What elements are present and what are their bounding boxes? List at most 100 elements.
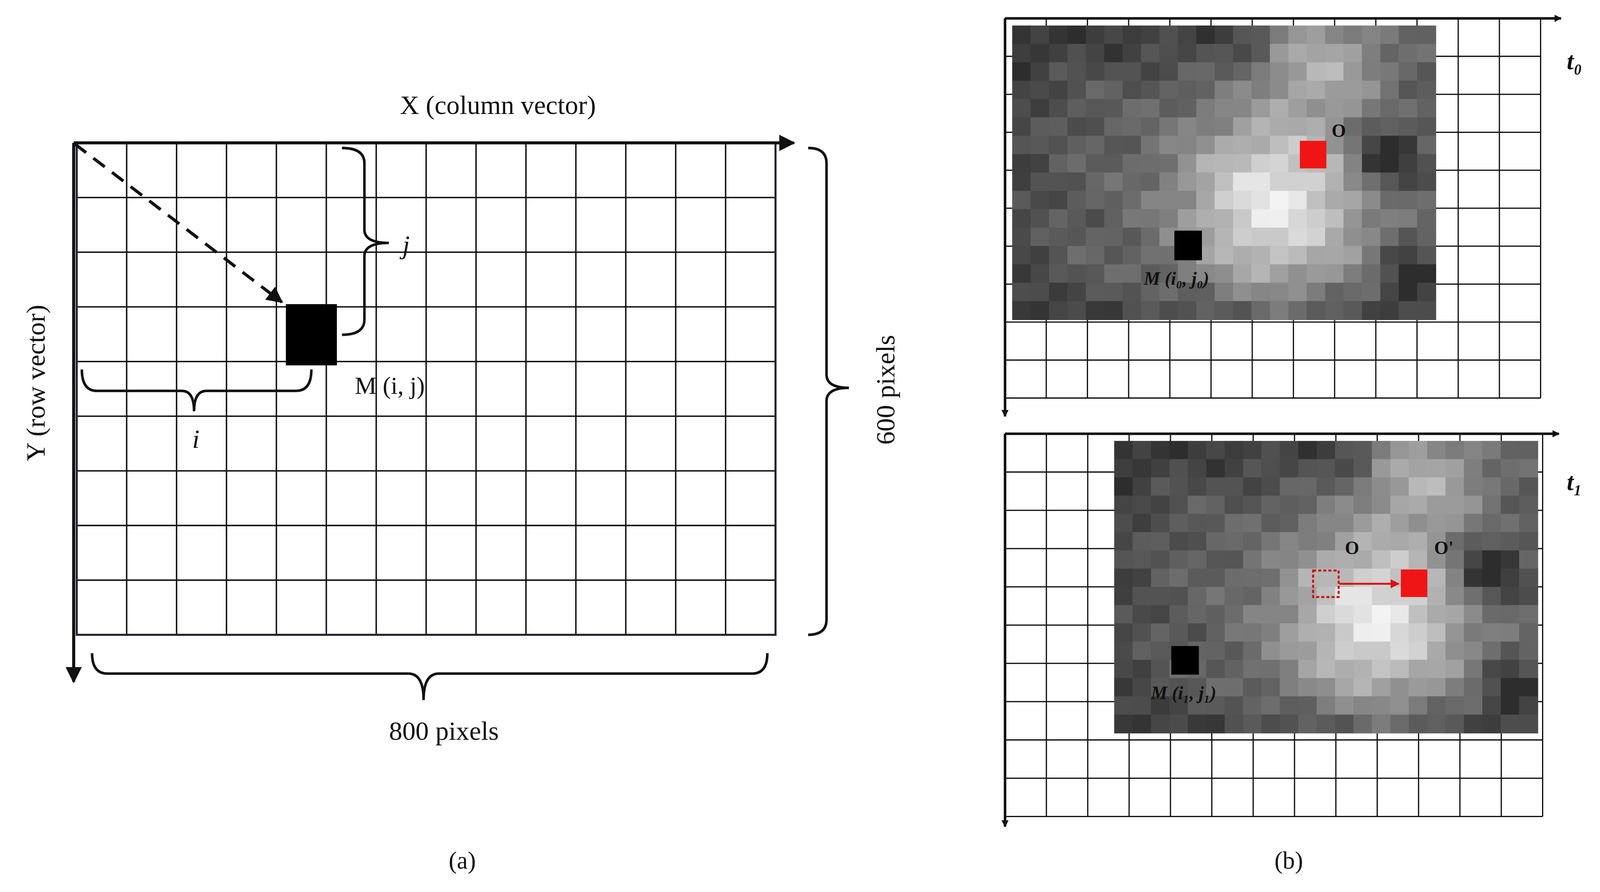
pixel-m bbox=[285, 303, 337, 366]
image-pixel bbox=[1122, 62, 1142, 82]
image-pixel bbox=[1122, 117, 1142, 137]
image-pixel bbox=[1371, 513, 1391, 533]
image-pixel bbox=[1169, 604, 1189, 624]
image-pixel bbox=[1048, 227, 1068, 247]
image-pixel bbox=[1426, 623, 1446, 643]
image-pixel bbox=[1390, 623, 1410, 643]
image-pixel bbox=[1242, 677, 1262, 697]
image-pixel bbox=[1067, 227, 1087, 247]
image-pixel bbox=[1306, 117, 1326, 137]
image-pixel bbox=[1335, 513, 1355, 533]
image-pixel bbox=[1232, 301, 1252, 320]
pixel-m bbox=[1174, 230, 1202, 261]
image-pixel bbox=[1353, 458, 1373, 478]
image-pixel bbox=[1012, 135, 1032, 155]
image-pixel bbox=[1187, 513, 1207, 533]
image-pixel bbox=[1371, 586, 1391, 606]
image-pixel bbox=[1269, 25, 1289, 45]
image-pixel bbox=[1417, 25, 1437, 45]
image-pixel bbox=[1306, 282, 1326, 302]
image-pixel bbox=[1288, 282, 1308, 302]
image-pixel bbox=[1408, 550, 1428, 570]
image-pixel bbox=[1261, 458, 1281, 478]
image-pixel bbox=[1288, 209, 1308, 229]
image-pixel bbox=[1232, 190, 1252, 210]
image-pixel bbox=[1316, 604, 1336, 624]
image-pixel bbox=[1048, 25, 1068, 45]
image-pixel bbox=[1242, 458, 1262, 478]
image-pixel bbox=[1426, 677, 1446, 697]
image-pixel bbox=[1214, 62, 1234, 82]
image-pixel bbox=[1242, 568, 1262, 588]
grid-border bbox=[76, 142, 776, 635]
image-pixel bbox=[1463, 604, 1483, 624]
image-pixel bbox=[1214, 190, 1234, 210]
image-pixel bbox=[1085, 301, 1105, 320]
image-pixel bbox=[1445, 695, 1465, 715]
image-pixel bbox=[1335, 714, 1355, 733]
image-pixel bbox=[1316, 440, 1336, 460]
grid-line bbox=[1005, 397, 1541, 399]
image-pixel bbox=[1335, 495, 1355, 515]
image-pixel bbox=[1361, 227, 1381, 247]
image-pixel bbox=[1177, 43, 1197, 63]
image-pixel bbox=[1306, 264, 1326, 283]
image-pixel bbox=[1353, 495, 1373, 515]
image-pixel bbox=[1067, 62, 1087, 82]
image-pixel bbox=[1122, 264, 1142, 283]
image-pixel bbox=[1159, 190, 1179, 210]
dimension-label: 800 pixels bbox=[388, 717, 499, 744]
image-pixel bbox=[1214, 80, 1234, 100]
image-pixel bbox=[1261, 586, 1281, 606]
image-pixel bbox=[1261, 604, 1281, 624]
image-pixel bbox=[1408, 531, 1428, 551]
grid-line bbox=[724, 142, 727, 635]
image-pixel bbox=[1196, 209, 1216, 229]
image-pixel bbox=[1030, 245, 1050, 265]
image-pixel bbox=[1169, 476, 1189, 496]
image-pixel bbox=[1335, 623, 1355, 643]
image-pixel bbox=[1380, 209, 1400, 229]
image-pixel bbox=[1417, 154, 1437, 174]
image-pixel bbox=[1325, 190, 1344, 210]
grid-line bbox=[275, 142, 278, 635]
image-pixel bbox=[1390, 531, 1410, 551]
image-pixel bbox=[1114, 550, 1134, 570]
image-pixel bbox=[1325, 301, 1344, 320]
image-pixel bbox=[1380, 172, 1400, 192]
image-pixel bbox=[1048, 282, 1068, 302]
image-pixel bbox=[1196, 190, 1216, 210]
image-pixel bbox=[1445, 623, 1465, 643]
image-pixel bbox=[1224, 531, 1244, 551]
image-pixel bbox=[1132, 440, 1152, 460]
image-pixel bbox=[1104, 227, 1124, 247]
image-pixel bbox=[1519, 458, 1539, 478]
image-pixel bbox=[1445, 641, 1465, 661]
image-pixel bbox=[1104, 301, 1124, 320]
image-pixel bbox=[1187, 714, 1207, 733]
image-pixel bbox=[1426, 476, 1446, 496]
image-pixel bbox=[1325, 209, 1344, 229]
image-pixel bbox=[1398, 264, 1418, 283]
image-pixel bbox=[1067, 264, 1087, 283]
image-pixel bbox=[1298, 659, 1318, 679]
image-pixel bbox=[1214, 117, 1234, 137]
image-pixel bbox=[1206, 513, 1226, 533]
image-pixel bbox=[1048, 264, 1068, 283]
image-pixel bbox=[1417, 282, 1437, 302]
image-pixel bbox=[1224, 513, 1244, 533]
image-pixel bbox=[1224, 440, 1244, 460]
image-pixel bbox=[1417, 43, 1437, 63]
braces bbox=[81, 147, 849, 700]
image-pixel bbox=[1132, 476, 1152, 496]
image-pixel bbox=[1151, 641, 1171, 661]
image-pixel bbox=[1104, 190, 1124, 210]
image-pixel bbox=[1141, 245, 1161, 265]
image-pixel bbox=[1012, 172, 1032, 192]
image-pixel bbox=[1242, 586, 1262, 606]
grid-line bbox=[1005, 321, 1541, 323]
image-pixel bbox=[1269, 190, 1289, 210]
grid-line bbox=[1005, 739, 1543, 741]
image-pixel bbox=[1177, 25, 1197, 45]
image-pixel bbox=[1298, 476, 1318, 496]
